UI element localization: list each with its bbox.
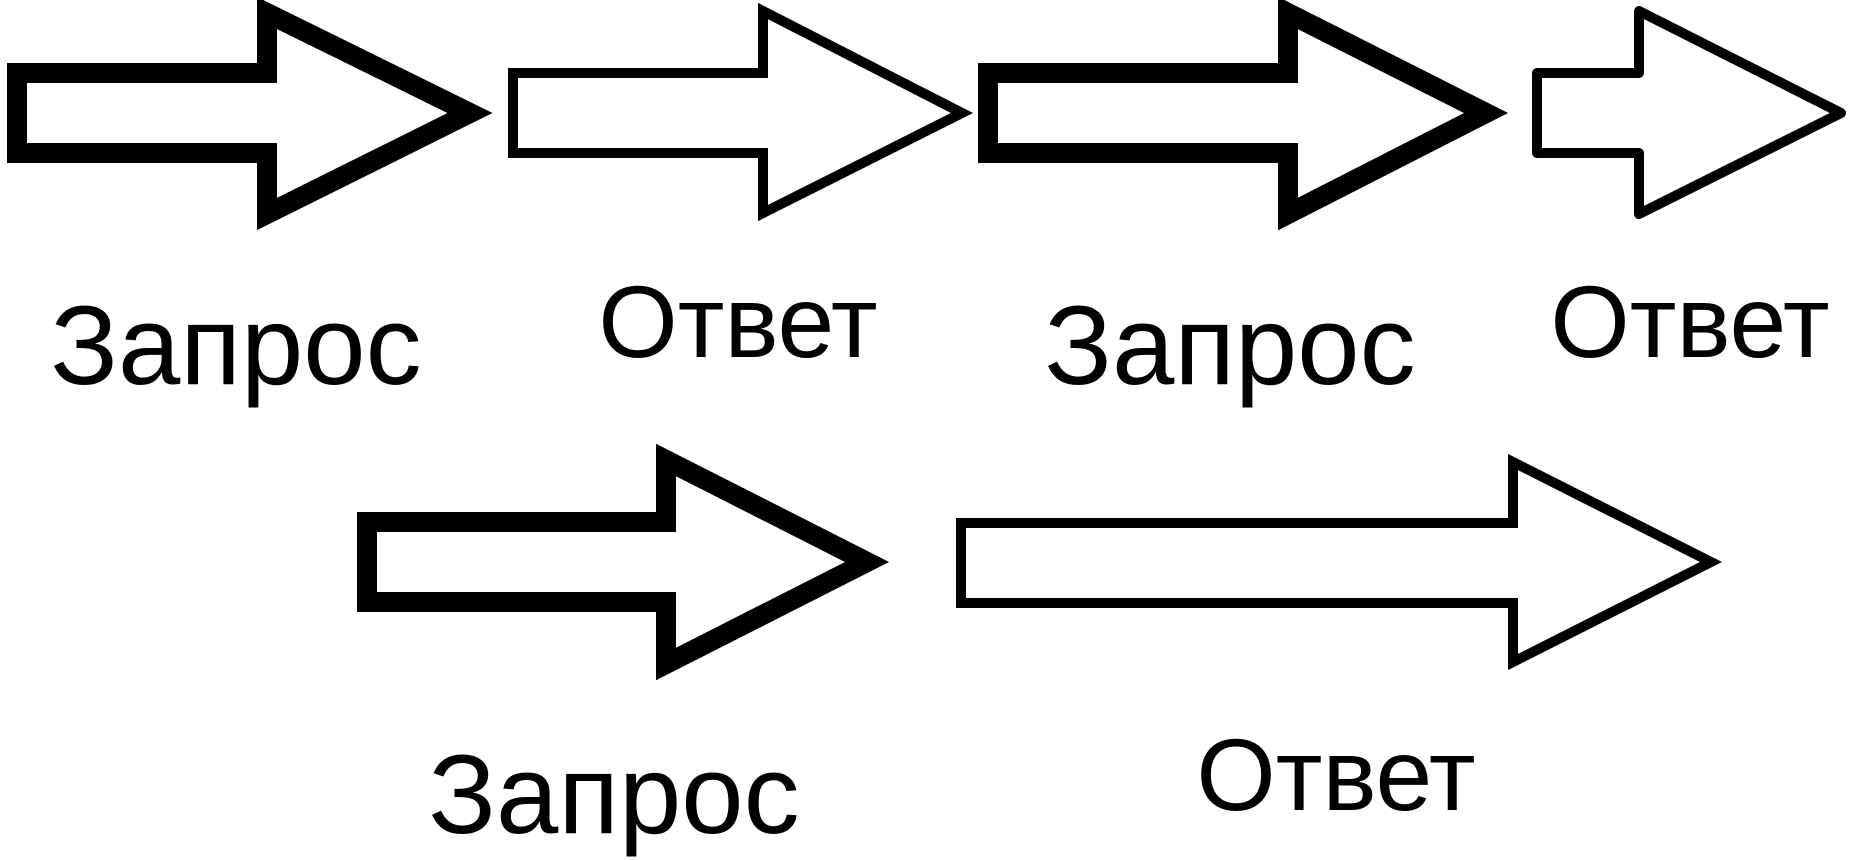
response-label-1: Ответ bbox=[598, 265, 877, 379]
response-arrow-2 bbox=[1532, 6, 1846, 219]
request-arrow-2 bbox=[978, 0, 1509, 231]
request-arrow-3 bbox=[357, 443, 890, 681]
request-label-3: Запрос bbox=[428, 732, 799, 857]
response-arrow-1 bbox=[508, 2, 974, 222]
response-label-3: Ответ bbox=[1196, 718, 1475, 832]
request-arrow-1 bbox=[7, 0, 493, 231]
response-arrow-3 bbox=[956, 453, 1723, 671]
request-label-2: Запрос bbox=[1044, 283, 1415, 408]
response-label-2: Ответ bbox=[1550, 265, 1829, 379]
request-label-1: Запрос bbox=[50, 283, 421, 408]
